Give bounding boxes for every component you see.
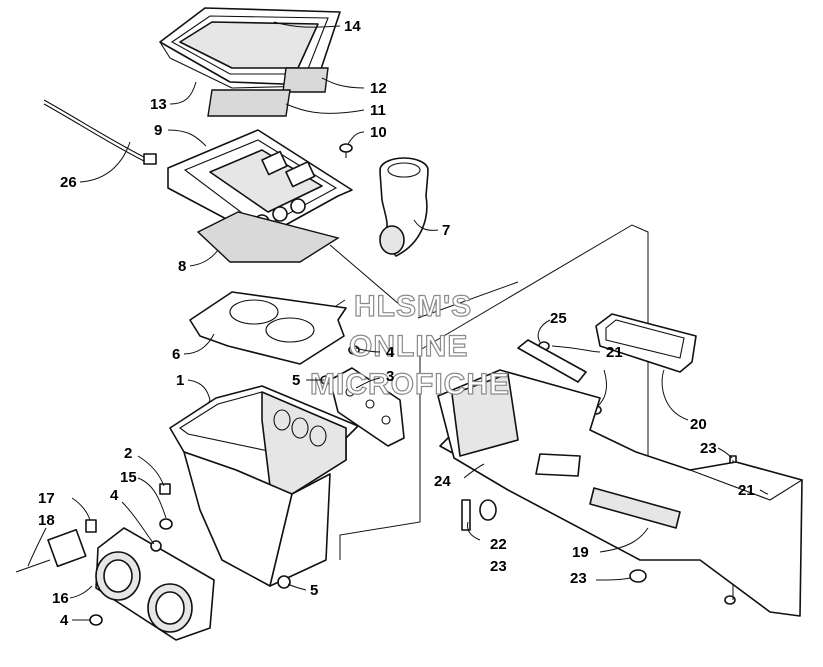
callout-11: 11	[370, 102, 386, 119]
callout-6: 6	[172, 346, 180, 363]
callout-9: 9	[154, 122, 162, 139]
callout-20: 20	[690, 416, 707, 433]
screw-10	[339, 143, 353, 158]
callout-1: 1	[176, 372, 184, 389]
callout-13: 13	[150, 96, 167, 113]
callout-8: 8	[178, 258, 186, 275]
watermark-line-3: MICROFICHE	[310, 368, 510, 401]
cable-tie	[43, 99, 157, 165]
watermark-line-2: ONLINE	[349, 330, 468, 363]
callout-14: 14	[344, 18, 361, 35]
filter-foam-12	[282, 67, 329, 93]
callout-21-top: 21	[606, 344, 623, 361]
callout-22: 22	[490, 536, 507, 553]
air-box-cover	[159, 7, 341, 89]
watermark: HLSM'S ONLINE MICROFICHE	[309, 289, 510, 401]
callout-numbers: 14 12 13 11 9 10 26 7 8 6 4 1 5 3 25 21 …	[38, 18, 755, 629]
callout-25: 25	[550, 310, 567, 327]
filter-housing	[167, 129, 353, 239]
filter-foam-8	[196, 211, 340, 263]
intake-silencer	[95, 527, 215, 641]
callout-4-top: 4	[386, 344, 395, 361]
leader-lines	[27, 21, 769, 621]
watermark-line-1: HLSM'S	[354, 290, 472, 323]
sensor-valve	[15, 528, 87, 573]
callout-23-top: 23	[700, 440, 717, 457]
callout-26: 26	[60, 174, 77, 191]
callout-18: 18	[38, 512, 55, 529]
bracket-plate	[329, 367, 405, 447]
callout-4-left: 4	[110, 487, 119, 504]
callout-19: 19	[572, 544, 589, 561]
callout-3: 3	[386, 368, 394, 385]
callout-2: 2	[124, 445, 132, 462]
intake-duct	[437, 369, 804, 617]
callout-12: 12	[370, 80, 387, 97]
callout-7: 7	[442, 222, 450, 239]
callout-21-right: 21	[738, 482, 755, 499]
seal-strip-25	[517, 339, 587, 383]
callout-15: 15	[120, 469, 137, 486]
callout-5-bottom: 5	[310, 582, 318, 599]
air-box	[169, 385, 359, 587]
callout-4-bottom: 4	[60, 612, 69, 629]
callout-5-top: 5	[292, 372, 300, 389]
callout-23-bottom: 23	[570, 570, 587, 587]
gasket-plate	[189, 291, 347, 365]
callout-16: 16	[52, 590, 69, 607]
callout-24: 24	[434, 473, 451, 490]
seal-frame	[595, 313, 697, 373]
callout-10: 10	[370, 124, 387, 141]
callout-17: 17	[38, 490, 55, 507]
filter-foam-11	[207, 89, 291, 117]
intake-boot	[379, 157, 429, 257]
callout-23-mid: 23	[490, 558, 507, 575]
